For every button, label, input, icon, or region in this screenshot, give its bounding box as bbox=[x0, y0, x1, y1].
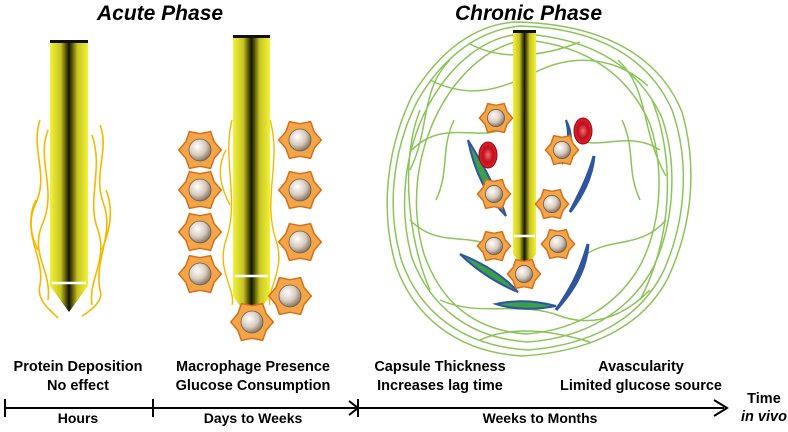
macrophage-nucleus bbox=[485, 185, 503, 203]
macrophage-icon bbox=[506, 258, 542, 290]
macrophage-icon bbox=[478, 102, 514, 134]
fibroblast-icon bbox=[554, 243, 590, 311]
interval-label-days-to-weeks: Days to Weeks bbox=[203, 410, 303, 426]
macrophage-icon bbox=[544, 134, 580, 166]
macrophage-nucleus bbox=[515, 265, 533, 283]
protein-fiber-icon bbox=[219, 119, 280, 306]
timeline-axis bbox=[4, 399, 729, 417]
stage-caption-macrophage-presence: Macrophage Presence Glucose Consumption bbox=[160, 358, 346, 396]
macrophage-icon bbox=[534, 188, 570, 220]
macrophage-icon bbox=[277, 120, 323, 160]
protein-fiber-icon bbox=[30, 119, 112, 319]
macrophage-nucleus bbox=[278, 284, 302, 308]
fibroblast-icon bbox=[561, 119, 572, 165]
macrophage-nucleus bbox=[485, 237, 503, 255]
stage-caption-capsule-thickness: Capsule Thickness Increases lag time bbox=[360, 358, 520, 396]
caption-line: Glucose Consumption bbox=[175, 378, 331, 394]
time-label-main: Time bbox=[747, 391, 781, 407]
macrophage-nucleus bbox=[188, 138, 212, 162]
stage-caption-avascularity: Avascularity Limited glucose source bbox=[552, 358, 730, 396]
macrophage-nucleus bbox=[543, 195, 561, 213]
macrophage-nucleus bbox=[188, 178, 212, 202]
caption-line: Increases lag time bbox=[377, 378, 503, 394]
macrophage-nucleus bbox=[240, 310, 264, 334]
fibroblast-icon bbox=[459, 253, 519, 293]
caption-line: Protein Deposition bbox=[13, 359, 143, 375]
macrophage-nucleus bbox=[553, 141, 571, 159]
sensor-needle-icon bbox=[233, 35, 270, 322]
macrophage-icon bbox=[177, 212, 223, 252]
chronic-phase-title: Chronic Phase bbox=[455, 2, 603, 25]
fibroblast-icon bbox=[568, 155, 596, 213]
caption-line: No effect bbox=[46, 378, 110, 394]
time-axis-label: Time in vivo bbox=[741, 390, 787, 426]
macrophage-icon bbox=[177, 170, 223, 210]
macrophage-nucleus bbox=[188, 262, 212, 286]
protein-deposition-sensor bbox=[30, 40, 112, 319]
macrophage-nucleus bbox=[188, 220, 212, 244]
macrophage-icon bbox=[277, 170, 323, 210]
acute-phase-title: Acute Phase bbox=[97, 2, 224, 25]
interval-label-hours: Hours bbox=[57, 410, 99, 426]
macrophage-icon bbox=[540, 228, 576, 260]
macrophage-icon bbox=[267, 276, 313, 316]
macrophage-icon bbox=[177, 130, 223, 170]
interval-label-weeks-to-months: Weeks to Months bbox=[482, 410, 598, 426]
sensor-needle-icon bbox=[50, 40, 88, 312]
caption-line: Limited glucose source bbox=[560, 378, 722, 394]
macrophage-presence-sensor bbox=[219, 35, 280, 322]
red-blood-cell-icon bbox=[478, 141, 498, 169]
macrophage-icon bbox=[229, 302, 275, 342]
fibroblast-icon bbox=[492, 300, 557, 310]
macrophage-nucleus bbox=[288, 128, 312, 152]
caption-line: Macrophage Presence bbox=[176, 359, 330, 375]
stage-caption-protein-deposition: Protein Deposition No effect bbox=[2, 358, 154, 396]
macrophage-nucleus bbox=[288, 230, 312, 254]
macrophage-nucleus bbox=[487, 109, 505, 127]
caption-line: Avascularity bbox=[598, 359, 684, 375]
macrophage-nucleus bbox=[549, 235, 567, 253]
chronic-capsule bbox=[386, 21, 692, 357]
macrophage-icon bbox=[277, 222, 323, 262]
macrophage-nucleus bbox=[288, 178, 312, 202]
time-label-italic: in vivo bbox=[741, 409, 787, 425]
caption-line: Capsule Thickness bbox=[374, 359, 506, 375]
red-blood-cell-icon bbox=[573, 117, 593, 145]
macrophage-icon bbox=[476, 178, 512, 210]
macrophage-icon bbox=[177, 254, 223, 294]
sensor-needle-icon bbox=[513, 30, 536, 270]
macrophage-group bbox=[177, 102, 580, 342]
macrophage-icon bbox=[476, 230, 512, 262]
